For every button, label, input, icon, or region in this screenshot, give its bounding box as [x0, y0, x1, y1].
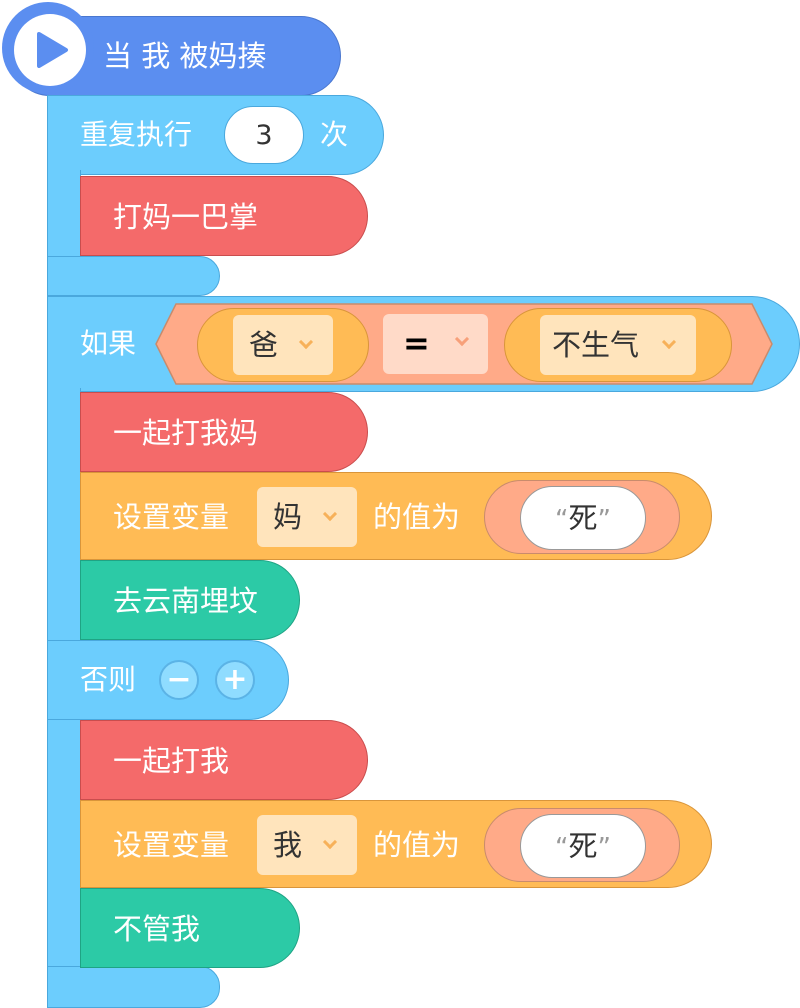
- value-text: 死: [568, 501, 598, 535]
- variable-dropdown[interactable]: 妈: [257, 487, 357, 547]
- condition-right-dropdown[interactable]: 不生气: [540, 315, 696, 375]
- ignore-me-block[interactable]: 不管我: [80, 888, 300, 968]
- operator-dropdown[interactable]: =: [383, 314, 488, 374]
- value-label: 的值为: [373, 500, 461, 534]
- repeat-spine: [47, 170, 81, 260]
- chevron-down-icon: [454, 331, 470, 347]
- chevron-down-icon: [661, 334, 677, 350]
- slap-mom-block[interactable]: 打妈一巴掌: [80, 176, 368, 256]
- repeat-suffix: 次: [320, 118, 349, 151]
- remove-branch-button[interactable]: −: [159, 660, 199, 700]
- dropdown-value: 爸: [249, 328, 279, 362]
- dropdown-value: 妈: [273, 500, 303, 534]
- condition-left-reporter[interactable]: 爸: [197, 308, 369, 382]
- open-quote: “: [555, 833, 569, 863]
- block-label: 打妈一巴掌: [113, 200, 259, 234]
- fight-me-block[interactable]: 一起打我: [80, 720, 368, 800]
- close-quote: ”: [597, 833, 611, 863]
- value-label: 的值为: [373, 828, 461, 862]
- value-reporter[interactable]: “死”: [484, 480, 680, 554]
- repeat-count-input[interactable]: 3: [224, 106, 304, 164]
- chevron-down-icon: [298, 334, 314, 350]
- close-quote: ”: [597, 505, 611, 535]
- block-label: 一起打我: [113, 744, 230, 778]
- block-label: 一起打我妈: [113, 416, 259, 450]
- block-label: 去云南埋坟: [113, 584, 259, 618]
- play-icon: [37, 32, 68, 68]
- value-reporter[interactable]: “死”: [484, 808, 680, 882]
- chevron-down-icon: [322, 506, 338, 522]
- repeat-block[interactable]: [47, 95, 384, 175]
- value-text: 死: [568, 829, 598, 863]
- event-label: 当 我 被妈揍: [103, 39, 267, 73]
- dropdown-value: 不生气: [552, 328, 640, 362]
- block-label: 设置变量: [113, 500, 230, 534]
- open-quote: “: [555, 505, 569, 535]
- play-icon-circle: [14, 14, 86, 86]
- dropdown-value: 我: [273, 828, 303, 862]
- chevron-down-icon: [322, 834, 338, 850]
- repeat-foot: [47, 256, 220, 296]
- go-yunnan-block[interactable]: 去云南埋坟: [80, 560, 300, 640]
- add-branch-button[interactable]: +: [215, 660, 255, 700]
- fight-with-mom-block[interactable]: 一起打我妈: [80, 392, 368, 472]
- block-label: 不管我: [113, 912, 201, 946]
- value-input[interactable]: “死”: [520, 814, 646, 878]
- set-variable-mom-block[interactable]: 设置变量 妈 的值为 “死”: [80, 472, 712, 560]
- block-label: 设置变量: [113, 828, 230, 862]
- variable-dropdown[interactable]: 我: [257, 815, 357, 875]
- else-label: 否则: [80, 663, 137, 696]
- repeat-label: 重复执行: [80, 118, 193, 151]
- condition-right-reporter[interactable]: 不生气: [504, 308, 732, 382]
- set-variable-me-block[interactable]: 设置变量 我 的值为 “死”: [80, 800, 712, 888]
- if-label: 如果: [80, 327, 137, 360]
- play-button[interactable]: [2, 2, 94, 94]
- if-foot: [47, 966, 220, 1008]
- operator-value: =: [403, 324, 430, 362]
- value-input[interactable]: “死”: [520, 486, 646, 550]
- condition-left-dropdown[interactable]: 爸: [233, 315, 333, 375]
